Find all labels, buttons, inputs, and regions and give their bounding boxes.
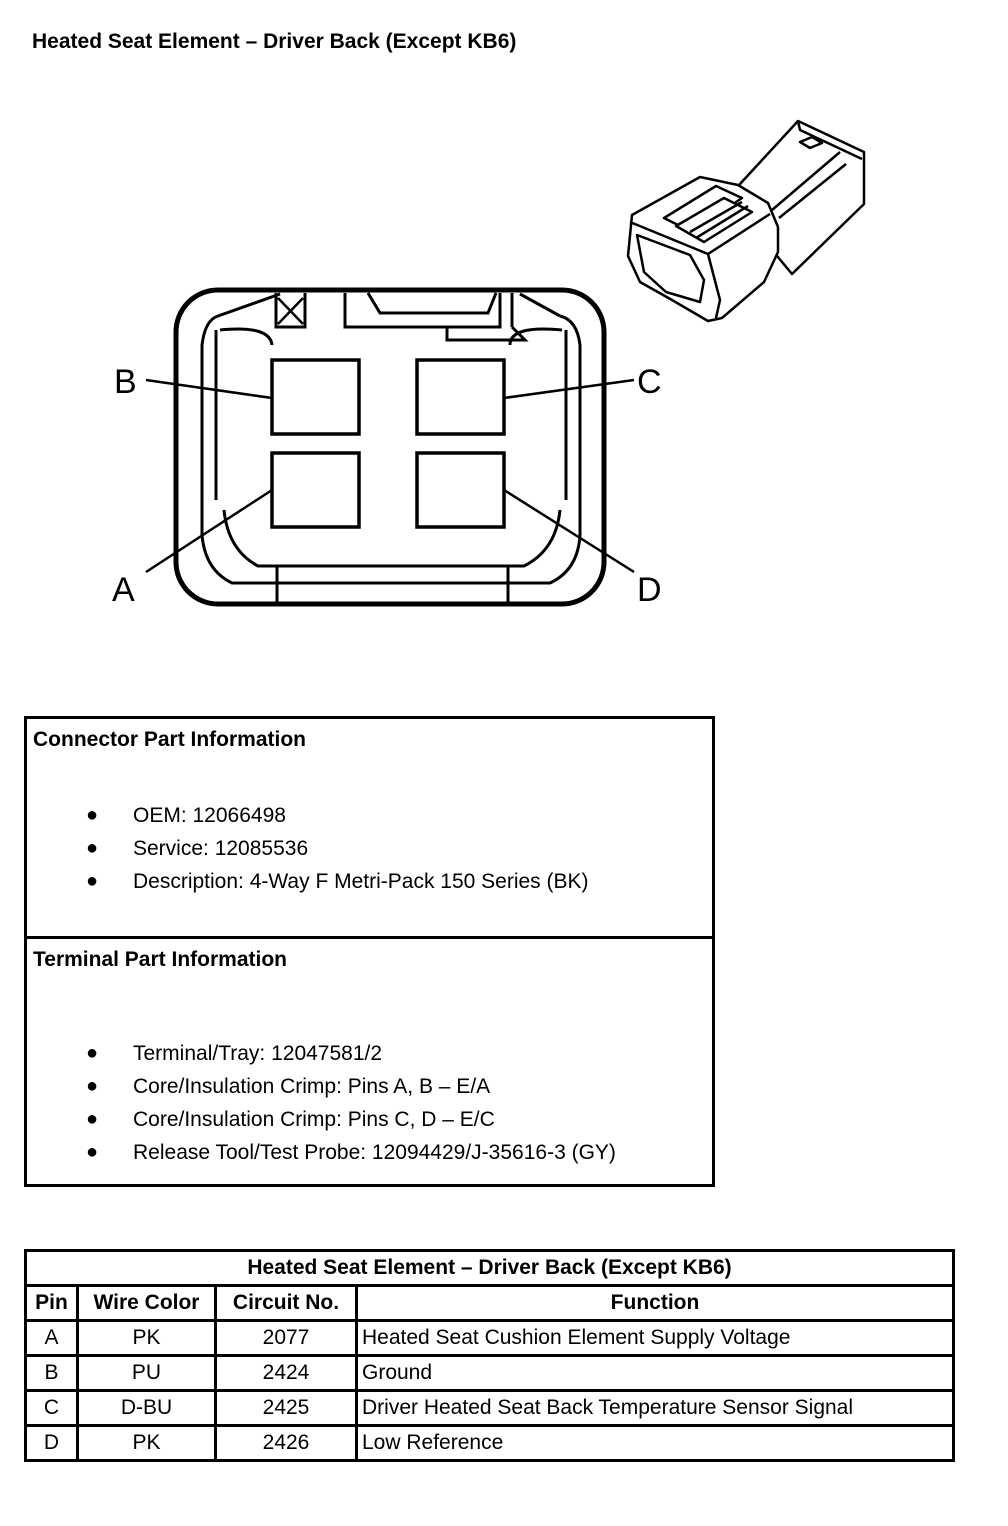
pin-label-b: B	[114, 363, 137, 401]
page-title: Heated Seat Element – Driver Back (Excep…	[32, 30, 517, 53]
bullet-icon: ●	[86, 1108, 99, 1130]
connector-diagram: B C A D	[112, 119, 866, 609]
pin-label-c: C	[637, 363, 662, 401]
pin-label-d: D	[637, 571, 662, 609]
part-information-box: Connector Part Information ● OEM: 1206649…	[24, 716, 715, 1187]
function-cell: Driver Heated Seat Back Temperature Sens…	[355, 1389, 955, 1427]
list-item: ● Release Tool/Test Probe: 12094429/J-356…	[27, 1136, 616, 1169]
pin-label-a: A	[112, 571, 135, 609]
pin-cell: A	[24, 1319, 79, 1357]
bullet-icon: ●	[86, 1075, 99, 1097]
wire-color-cell: D-BU	[76, 1389, 217, 1427]
list-item-text: Terminal/Tray: 12047581/2	[133, 1042, 383, 1065]
circuit-cell: 2077	[214, 1319, 358, 1357]
list-item-text: Core/Insulation Crimp: Pins C, D – E/C	[133, 1108, 495, 1131]
list-item: ● Description: 4-Way F Metri-Pack 150 Ser…	[27, 865, 589, 898]
list-item: ● Terminal/Tray: 12047581/2	[27, 1037, 616, 1070]
table-title-row: Heated Seat Element – Driver Back (Excep…	[24, 1249, 955, 1287]
connector-part-information: Connector Part Information ● OEM: 1206649…	[27, 719, 712, 939]
pin-cell: C	[24, 1389, 79, 1427]
list-item-text: Service: 12085536	[133, 837, 309, 860]
function-cell: Ground	[355, 1354, 955, 1392]
table-row: A PK 2077 Heated Seat Cushion Element Su…	[24, 1319, 955, 1357]
circuit-cell: 2424	[214, 1354, 358, 1392]
pin-leader-lines	[145, 378, 635, 574]
column-header-circuit-no: Circuit No.	[214, 1284, 358, 1322]
connector-face	[173, 287, 607, 607]
column-header-function: Function	[355, 1284, 955, 1322]
list-item-text: Release Tool/Test Probe: 12094429/J-3561…	[133, 1141, 616, 1164]
list-item: ● Core/Insulation Crimp: Pins A, B – E/A	[27, 1070, 616, 1103]
connector-illustration	[626, 119, 866, 323]
function-cell: Heated Seat Cushion Element Supply Volta…	[355, 1319, 955, 1357]
function-cell: Low Reference	[355, 1424, 955, 1462]
bullet-icon: ●	[86, 1042, 99, 1064]
wire-color-cell: PU	[76, 1354, 217, 1392]
terminal-part-information: Terminal Part Information ● Terminal/Tray…	[27, 939, 712, 1184]
list-item-text: Core/Insulation Crimp: Pins A, B – E/A	[133, 1075, 491, 1098]
bullet-icon: ●	[86, 1141, 99, 1163]
bullet-icon: ●	[86, 837, 99, 859]
table-row: C D-BU 2425 Driver Heated Seat Back Temp…	[24, 1389, 955, 1427]
list-item-text: Description: 4-Way F Metri-Pack 150 Seri…	[133, 870, 589, 893]
circuit-cell: 2425	[214, 1389, 358, 1427]
list-item-text: OEM: 12066498	[133, 804, 286, 827]
terminal-info-list: ● Terminal/Tray: 12047581/2 ● Core/Insulat…	[27, 1037, 616, 1169]
table-row: B PU 2424 Ground	[24, 1354, 955, 1392]
pin-cell: D	[24, 1424, 79, 1462]
bullet-icon: ●	[86, 870, 99, 892]
wire-color-cell: PK	[76, 1319, 217, 1357]
list-item: ● Core/Insulation Crimp: Pins C, D – E/C	[27, 1103, 616, 1136]
table-row: D PK 2426 Low Reference	[24, 1424, 955, 1462]
terminal-info-heading: Terminal Part Information	[33, 948, 287, 971]
bullet-icon: ●	[86, 804, 99, 826]
table-header-row: Pin Wire Color Circuit No. Function	[24, 1284, 955, 1322]
wire-color-cell: PK	[76, 1424, 217, 1462]
pin-cell: B	[24, 1354, 79, 1392]
list-item: ● OEM: 12066498	[27, 799, 589, 832]
table-title: Heated Seat Element – Driver Back (Excep…	[24, 1249, 955, 1287]
connector-info-list: ● OEM: 12066498 ● Service: 12085536 ● Descr…	[27, 799, 589, 898]
pin-table: Heated Seat Element – Driver Back (Excep…	[24, 1249, 955, 1462]
list-item: ● Service: 12085536	[27, 832, 589, 865]
column-header-wire-color: Wire Color	[76, 1284, 217, 1322]
circuit-cell: 2426	[214, 1424, 358, 1462]
connector-info-heading: Connector Part Information	[33, 728, 307, 751]
column-header-pin: Pin	[24, 1284, 79, 1322]
